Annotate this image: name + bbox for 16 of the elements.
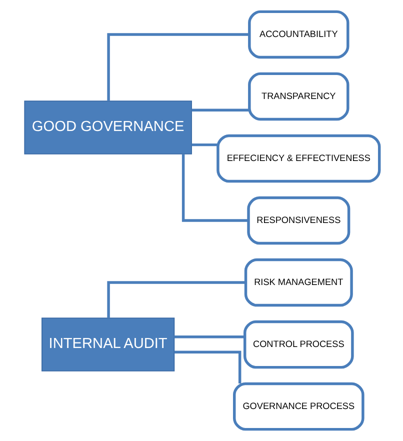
connector [106,33,249,101]
node-box: INTERNAL AUDIT [41,318,174,372]
connector [181,154,248,222]
node-box: GOVERNANCE PROCESS [232,382,364,431]
connector [106,281,246,318]
connector [191,143,218,146]
node-box: CONTROL PROCESS [242,320,354,369]
node-box: EFFECIENCY & EFFECTIVENESS [216,134,380,183]
node-box: TRANSPARENCY [248,72,349,121]
node-box: RESPONSIVENESS [246,196,350,245]
node-box: ACCOUNTABILITY [248,10,349,59]
node-box: GOOD GOVERNANCE [24,100,192,154]
connector [174,350,241,384]
connector [191,108,249,112]
connector [174,336,244,338]
node-box: RISK MANAGEMENT [244,258,352,307]
